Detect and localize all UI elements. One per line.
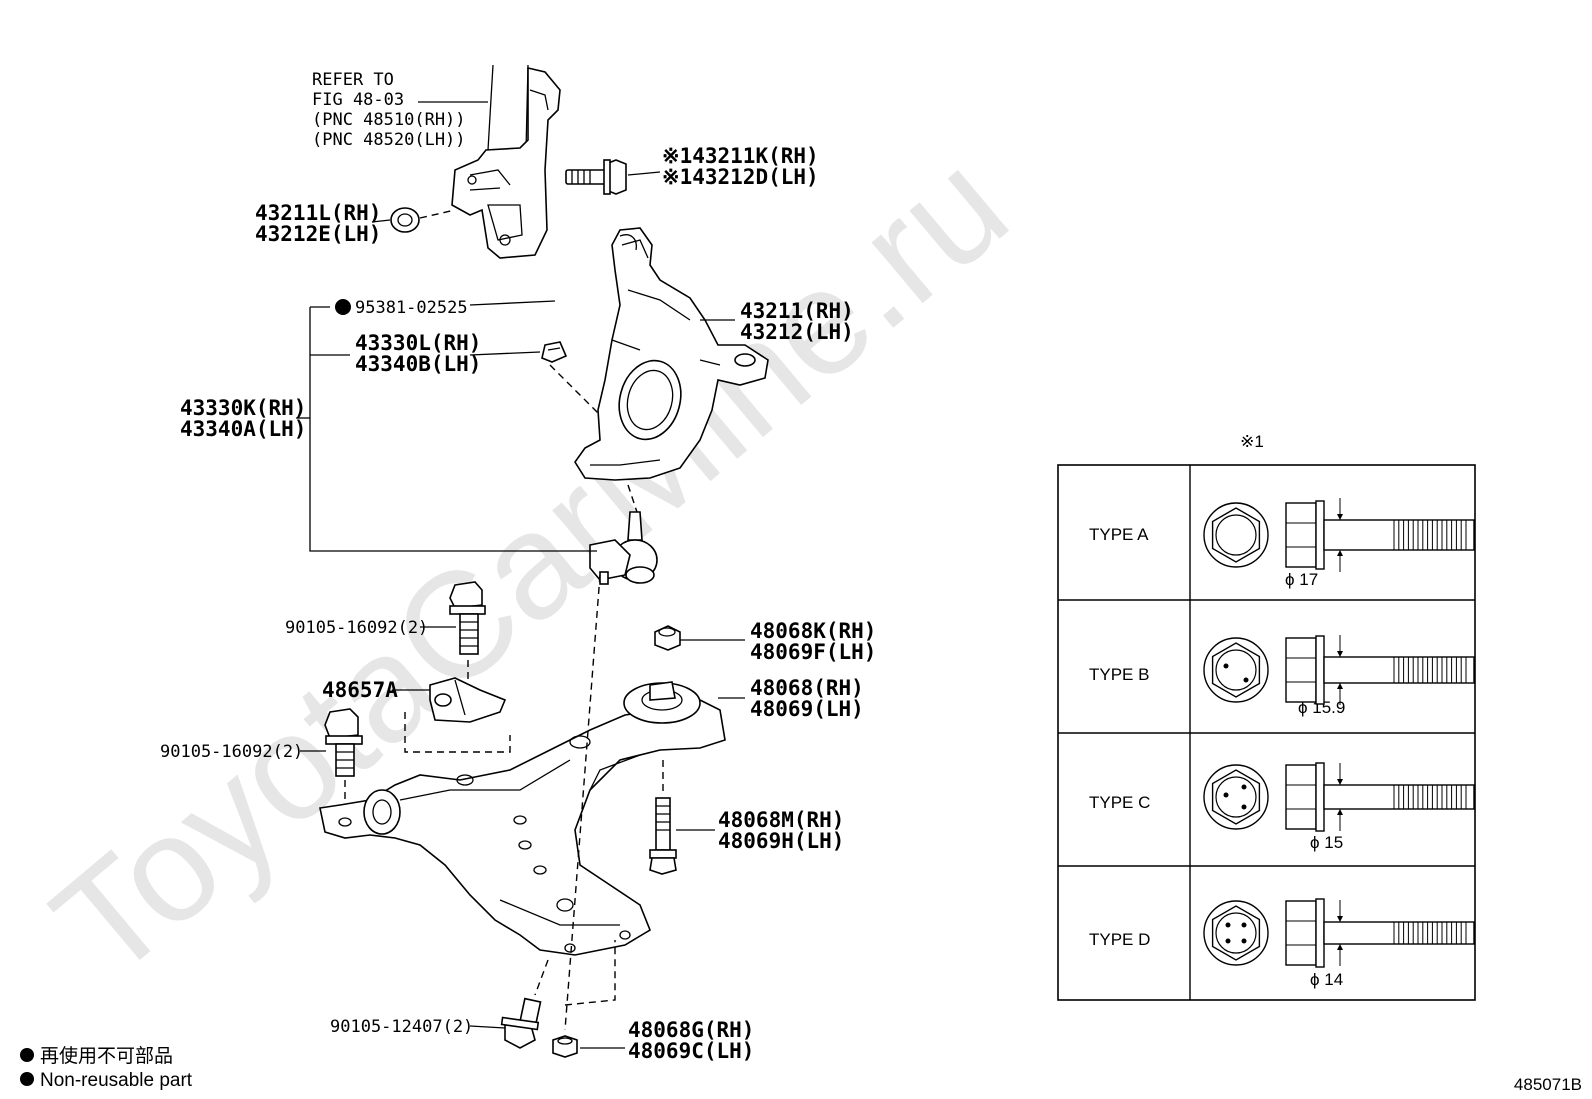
callout-nut2-lh: 48069F(LH) <box>750 640 876 664</box>
legend-dot <box>20 1072 34 1086</box>
shock-absorber-bracket <box>451 64 561 259</box>
castle-nut <box>541 341 568 363</box>
type-mark-dot <box>1243 677 1249 683</box>
bolt-head-side <box>1285 637 1317 703</box>
type-mark-dot <box>1241 922 1247 928</box>
callout-bolt4: 90105-12407(2) <box>330 1017 473 1037</box>
callout-arm-rh: 48068(RH) <box>750 676 864 700</box>
bolt-type-table: ※1 TYPE A TYPE B TYPE C TYPE D ϕ 17 ϕ 15… <box>1057 432 1476 1001</box>
type-mark-dot <box>1241 804 1247 810</box>
table-row-type: TYPE C <box>1089 793 1150 812</box>
dimension-arrowhead <box>1337 550 1343 556</box>
lower-control-arm <box>319 681 726 956</box>
type-mark-dot <box>1225 922 1231 928</box>
legend-line1: 再使用不可部品 <box>40 1045 173 1067</box>
callout-knuckle-lh: 43212(LH) <box>740 320 854 344</box>
type-mark-dot <box>1241 938 1247 944</box>
bolt-upper-left <box>449 581 486 655</box>
refer-line4: (PNC 48520(LH)) <box>312 130 466 150</box>
dimension-arrowhead <box>1337 809 1343 815</box>
bracket-48657A <box>429 677 507 723</box>
refer-line2: FIG 48-03 <box>312 90 404 110</box>
callout-nut-lh: 43340B(LH) <box>355 352 481 376</box>
refer-line1: REFER TO <box>312 70 394 90</box>
dimension-arrowhead <box>1337 944 1343 950</box>
type-mark-dot <box>1223 663 1229 669</box>
callout-knuckle-rh: 43211(RH) <box>740 299 854 323</box>
bolt-lower-left <box>324 708 363 777</box>
bolt-head-inner <box>1215 514 1257 556</box>
legend-dot <box>20 1048 34 1062</box>
callout-bolt-rh: ※143211K(RH) <box>662 144 819 168</box>
callout-bolt2: 90105-16092(2) <box>160 742 303 762</box>
callout-washer-lh: 43212E(LH) <box>255 222 381 246</box>
dimension-arrowhead <box>1337 683 1343 689</box>
nut-48068K <box>654 625 681 651</box>
bolt-48068M <box>649 797 677 875</box>
legend: 再使用不可部品 Non-reusable part <box>20 1045 193 1091</box>
callout-bolt3-lh: 48069H(LH) <box>718 829 844 853</box>
bolt-head-inner <box>1215 912 1257 954</box>
strut-bolt <box>565 159 627 195</box>
table-bolt-drawings <box>1203 498 1475 968</box>
callout-bolt-lh: ※143212D(LH) <box>662 165 819 189</box>
bolt-head-inner <box>1215 776 1257 818</box>
figure-id: 485071B <box>1514 1075 1582 1094</box>
callout-bolt3-rh: 48068M(RH) <box>718 808 844 832</box>
refer-line3: (PNC 48510(RH)) <box>312 110 466 130</box>
type-mark-dot <box>1241 784 1247 790</box>
callout-nut2-rh: 48068K(RH) <box>750 619 876 643</box>
callout-washer-rh: 43211L(RH) <box>255 201 381 225</box>
bolt-head-inner <box>1215 649 1257 691</box>
table-header: ※1 <box>1240 432 1264 451</box>
table-row-type: TYPE A <box>1089 525 1149 544</box>
callout-arm-lh: 48069(LH) <box>750 697 864 721</box>
dimension-arrowhead <box>1337 779 1343 785</box>
bolt-bottom <box>500 997 542 1049</box>
bolt-head-side <box>1285 764 1317 830</box>
ball-joint <box>589 511 658 585</box>
bolt-head-side <box>1285 502 1317 568</box>
washer <box>390 207 456 233</box>
callout-cotter: 95381-02525 <box>355 298 468 318</box>
table-row-type: TYPE D <box>1089 930 1150 949</box>
type-mark-dot <box>1225 938 1231 944</box>
table-row-diameter: ϕ 14 <box>1310 970 1343 989</box>
nut-48068G <box>552 1035 578 1058</box>
table-row-diameter: ϕ 15 <box>1310 833 1343 852</box>
bolt-flange <box>1315 635 1325 705</box>
bolt-flange <box>1315 762 1325 832</box>
steering-knuckle <box>574 227 769 481</box>
non-reusable-dot <box>335 299 351 315</box>
callout-bracket: 48657A <box>322 678 398 702</box>
dimension-arrowhead <box>1337 651 1343 657</box>
table-row-diameter: ϕ 17 <box>1285 570 1318 589</box>
table-row-diameter: ϕ 15.9 <box>1298 698 1345 717</box>
bolt-head-side <box>1285 900 1317 966</box>
table-row-type: TYPE B <box>1089 665 1149 684</box>
callout-balljoint-lh: 43340A(LH) <box>180 417 306 441</box>
dimension-arrowhead <box>1337 514 1343 520</box>
callout-nut4-lh: 48069C(LH) <box>628 1039 754 1063</box>
bolt-flange <box>1315 500 1325 570</box>
callout-bolt1: 90105-16092(2) <box>285 618 428 638</box>
callout-balljoint-rh: 43330K(RH) <box>180 396 306 420</box>
callout-nut-rh: 43330L(RH) <box>355 331 481 355</box>
dimension-arrowhead <box>1337 916 1343 922</box>
callout-nut4-rh: 48068G(RH) <box>628 1018 754 1042</box>
legend-line2: Non-reusable part <box>40 1070 193 1091</box>
bolt-flange <box>1315 898 1325 968</box>
type-mark-dot <box>1223 792 1229 798</box>
